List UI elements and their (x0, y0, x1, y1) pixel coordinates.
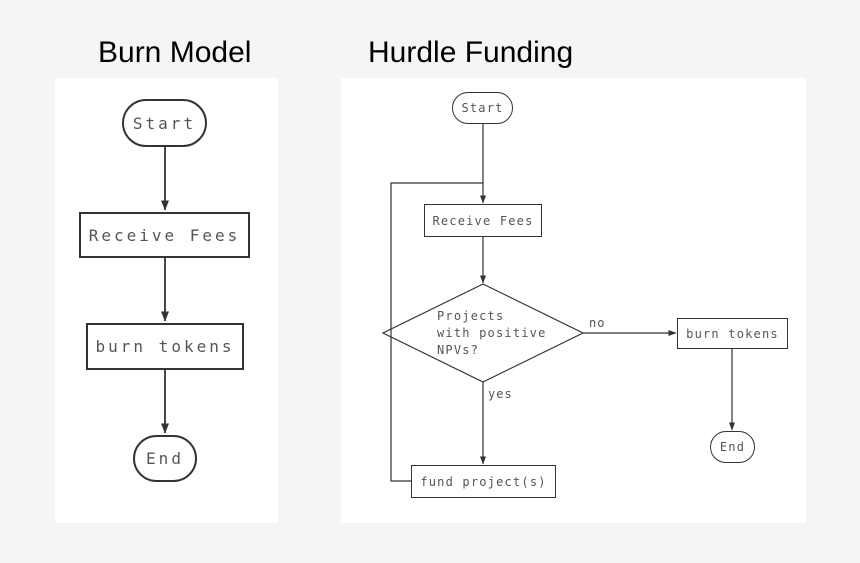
hurdle-funding-panel: Start Receive Fees Projects with positiv… (341, 78, 806, 523)
edge-label-no: no (589, 316, 606, 330)
end-node: End (710, 431, 755, 463)
end-node: End (133, 435, 197, 482)
burn-model-title: Burn Model (98, 36, 252, 69)
burn-model-panel: Start Receive Fees burn tokens End (55, 78, 278, 523)
burn-model-connectors (161, 147, 169, 434)
start-node: Start (122, 99, 207, 147)
receive-fees-node: Receive Fees (424, 204, 542, 237)
start-node: Start (452, 92, 513, 124)
hurdle-funding-connectors (381, 124, 735, 482)
edge-label-yes: yes (488, 387, 513, 401)
fund-projects-node: fund project(s) (411, 465, 556, 498)
decision-node-label: Projects with positive NPVs? (437, 309, 547, 357)
burn-tokens-node: burn tokens (86, 323, 244, 370)
hurdle-funding-title: Hurdle Funding (368, 36, 574, 69)
edge-fund-projects-loop (390, 182, 483, 482)
burn-tokens-node: burn tokens (677, 318, 788, 349)
receive-fees-node: Receive Fees (79, 212, 250, 258)
